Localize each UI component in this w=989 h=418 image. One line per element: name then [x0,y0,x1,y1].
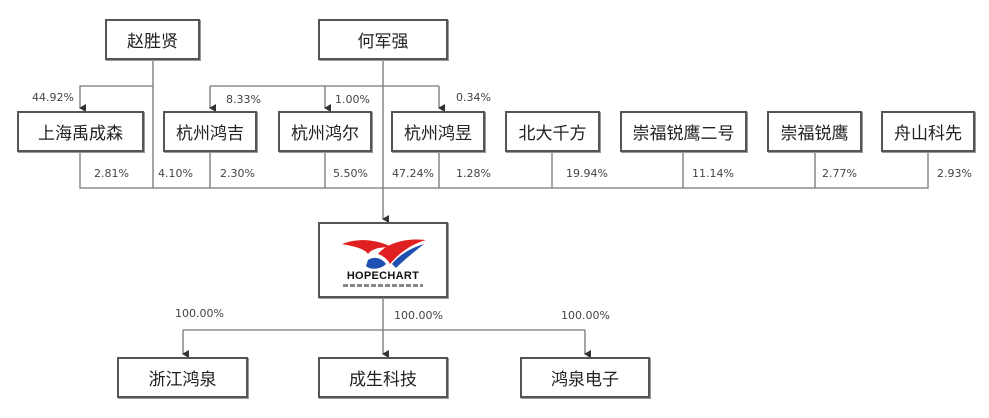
logo-text: HOPECHART [346,269,420,282]
subsidiary-name: 浙江鸿泉 [148,370,217,390]
holder-box: 杭州鸿昱 [391,111,485,152]
stake-label: 100.00% [175,307,224,320]
stake-label: 8.33% [226,93,261,106]
stake-label: 0.34% [456,91,491,104]
holder-box: 舟山科先 [881,111,975,152]
subsidiary-name: 鸿泉电子 [551,370,619,390]
logo-subtitle [343,283,423,287]
holder-box: 崇福锐鹰二号 [620,111,747,152]
stake-label: 44.92% [32,91,74,104]
holder-box: 杭州鸿吉 [163,111,257,152]
shareholder-name: 何军强 [357,32,409,52]
stake-label: 47.24% [392,167,434,180]
subsidiary-box: 浙江鸿泉 [117,357,248,398]
subsidiary-box: 鸿泉电子 [520,357,650,398]
holder-name: 舟山科先 [894,124,962,144]
shareholder-zhao-box: 赵胜贤 [105,19,200,60]
stake-label: 11.14% [692,167,734,180]
holder-name: 上海禹成森 [38,124,123,144]
stake-label: 1.00% [335,93,370,106]
eagle-logo-icon [342,239,426,269]
stake-label: 2.77% [822,167,857,180]
stake-label: 100.00% [561,309,610,322]
stake-label: 2.30% [220,167,255,180]
holder-name: 杭州鸿昱 [404,124,472,144]
stake-label: 100.00% [394,309,443,322]
stake-label: 4.10% [158,167,193,180]
holder-name: 崇福锐鹰二号 [632,124,735,144]
stake-label: 19.94% [566,167,608,180]
stake-label: 2.93% [937,167,972,180]
holder-box: 北大千方 [505,111,600,152]
stake-label: 5.50% [333,167,368,180]
shareholder-he-box: 何军强 [318,19,448,60]
holder-box: 上海禹成森 [17,111,144,152]
company-logo-box: HOPECHART [318,222,448,298]
stake-label: 1.28% [456,167,491,180]
holder-name: 杭州鸿尔 [291,124,359,144]
holder-box: 崇福锐鹰 [767,111,862,152]
holder-box: 杭州鸿尔 [278,111,372,152]
holder-name: 杭州鸿吉 [176,124,244,144]
stake-label: 2.81% [94,167,129,180]
holder-name: 北大千方 [518,124,587,144]
holder-name: 崇福锐鹰 [780,124,849,144]
subsidiary-name: 成生科技 [349,370,417,390]
shareholder-name: 赵胜贤 [127,32,178,52]
subsidiary-box: 成生科技 [318,357,448,398]
